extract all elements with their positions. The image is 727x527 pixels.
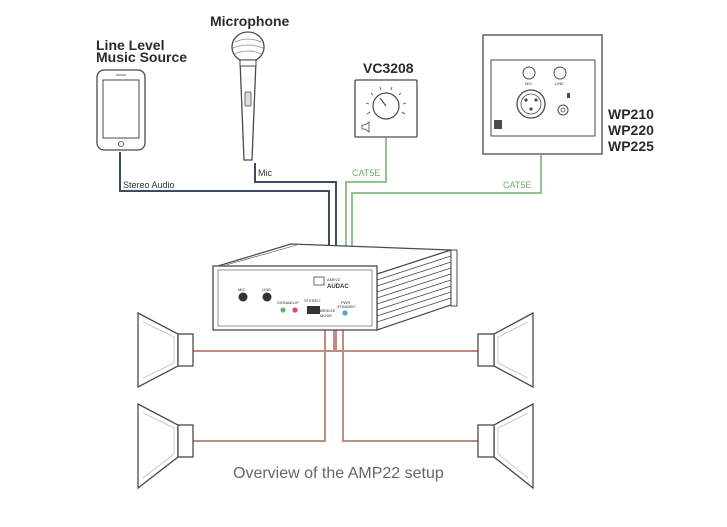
amp-switch-sub1: BRIDGE (320, 308, 336, 313)
source-title-line1: Line Level (96, 37, 164, 53)
wp-model-1: WP210 (608, 106, 654, 122)
speaker-icon (361, 121, 370, 133)
amp-signal-led (280, 307, 286, 313)
speaker-cables (193, 330, 478, 442)
wallplate-device: MIC LINE (482, 34, 603, 155)
wp-line-label: LINE (555, 81, 564, 86)
amp-led3-sub: STANDBY (337, 304, 356, 309)
speaker-top-left (137, 311, 194, 389)
stereo-audio-label: Stereo Audio (123, 180, 175, 190)
amp-knob-line (262, 292, 272, 302)
microphone-device (231, 31, 265, 161)
wp-mic-label: MIC (525, 81, 532, 86)
cat5e-cables (345, 138, 542, 248)
microphone-title: Microphone (210, 13, 290, 29)
amp-knob1-label: MIC (238, 287, 245, 292)
speaker-cable-bottom-left (193, 330, 326, 442)
amp-power-led (342, 310, 348, 316)
speaker-bottom-left (137, 402, 194, 490)
wp-model-3: WP225 (608, 138, 654, 154)
amp-mode-switch (307, 306, 320, 314)
amp-switch-label: STEREO (304, 298, 320, 303)
amp22-amplifier: AMP22 AUDAC MIC LINE SIGNAL CLIP STEREO … (212, 243, 458, 331)
amp-clip-led (292, 307, 298, 313)
mic-cable (254, 163, 337, 246)
speaker-top-right (477, 311, 534, 389)
diagram-caption: Overview of the AMP22 setup (233, 465, 444, 482)
amp-switch-sub2: MODE (320, 313, 332, 318)
amp-brand-line1: AMP22 (327, 277, 341, 282)
vc3208-device (354, 79, 418, 138)
cat5e-cable-wp (351, 155, 542, 248)
amp-led1-label: SIGNAL (277, 300, 292, 305)
amp-led2-label: CLIP (290, 300, 299, 305)
wp-model-2: WP220 (608, 122, 654, 138)
speaker-bottom-right (477, 402, 534, 490)
source-title-line2: Music Source (96, 49, 187, 65)
audio-cables (119, 152, 337, 246)
music-source-device (96, 69, 146, 151)
vc3208-title: VC3208 (363, 60, 414, 76)
speaker-cable-top-right (335, 330, 478, 352)
audac-logo (313, 276, 325, 286)
amp-knob-mic (238, 292, 248, 302)
cat5e-cable-vc (345, 138, 387, 248)
amp-knob2-label: LINE (262, 287, 271, 292)
stereo-audio-cable (119, 152, 330, 246)
cat5e-wp-label: CAT5E (503, 180, 531, 190)
mic-cable-label: Mic (258, 168, 272, 178)
cat5e-vc-label: CAT5E (352, 168, 380, 178)
amp-led3-label: PWR (341, 300, 350, 305)
speaker-cable-bottom-right (342, 330, 478, 442)
speaker-cable-top-left (193, 330, 335, 352)
amp-brand-line2: AUDAC (327, 284, 349, 290)
